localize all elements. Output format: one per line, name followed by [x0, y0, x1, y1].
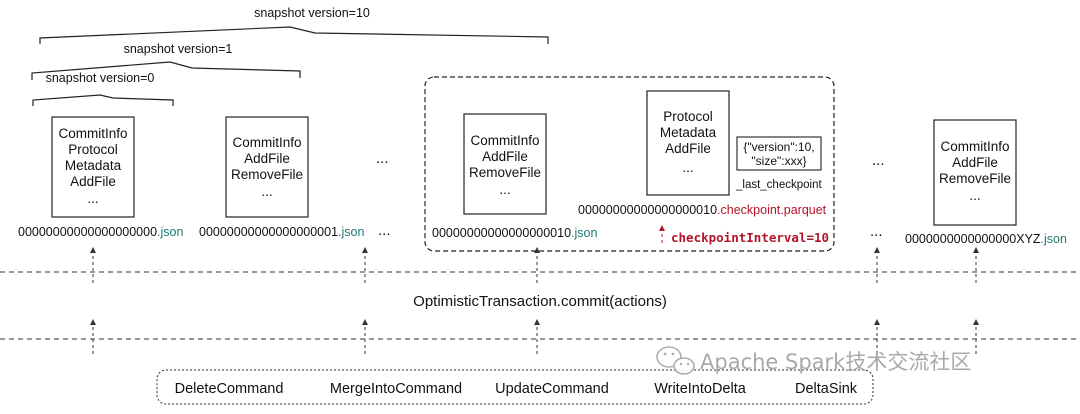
file-box-1: CommitInfo AddFile RemoveFile ... [225, 116, 309, 218]
ellipsis-1: ... [376, 150, 389, 167]
command-merge-into: MergeIntoCommand [330, 381, 462, 397]
svg-text:...: ... [87, 191, 98, 206]
svg-text:...: ... [969, 188, 980, 203]
checkpoint-group [424, 76, 835, 252]
command-delta-sink: DeltaSink [795, 381, 858, 397]
file-name-10: 00000000000000000010.json [432, 226, 597, 240]
snapshot-label-0: snapshot version=0 [46, 71, 155, 85]
lower-arrows [90, 319, 979, 354]
svg-text:AddFile: AddFile [952, 155, 998, 170]
ellipsis-4: ... [870, 223, 883, 240]
snapshot-label-10: snapshot version=10 [254, 6, 370, 20]
snapshot-brace-10: snapshot version=10 [39, 6, 549, 44]
svg-text:Metadata: Metadata [660, 125, 717, 140]
svg-text:CommitInfo: CommitInfo [470, 133, 539, 148]
svg-text:...: ... [499, 182, 510, 197]
checkpoint-interval-label: checkpointInterval=10 [671, 230, 829, 245]
watermark-text: Apache Spark技术交流社区 [700, 350, 971, 374]
file-box-xyz: CommitInfo AddFile RemoveFile ... [933, 119, 1017, 226]
file-box-checkpoint: Protocol Metadata AddFile ... [646, 90, 730, 196]
last-checkpoint-box: {"version":10, "size":xxx} [736, 136, 822, 171]
svg-text:Protocol: Protocol [663, 109, 713, 124]
svg-text:...: ... [261, 184, 272, 199]
svg-text:AddFile: AddFile [482, 149, 528, 164]
commands-group [156, 369, 874, 405]
file-name-1: 00000000000000000001.json [199, 225, 364, 239]
commit-label: OptimisticTransaction.commit(actions) [413, 293, 667, 310]
svg-text:RemoveFile: RemoveFile [231, 167, 303, 182]
svg-text:RemoveFile: RemoveFile [939, 171, 1011, 186]
snapshot-brace-1: snapshot version=1 [31, 42, 301, 80]
file-name-xyz: 0000000000000000XYZ.json [905, 232, 1067, 246]
watermark: Apache Spark技术交流社区 [656, 346, 971, 375]
svg-text:AddFile: AddFile [70, 174, 116, 189]
ellipsis-2: ... [378, 222, 391, 239]
command-write-into-delta: WriteIntoDelta [654, 381, 747, 397]
svg-text:Metadata: Metadata [65, 158, 122, 173]
last-checkpoint-label: _last_checkpoint [735, 179, 822, 191]
svg-text:"size":xxx}: "size":xxx} [751, 154, 806, 168]
wechat-icon [656, 346, 695, 375]
svg-text:CommitInfo: CommitInfo [232, 135, 301, 150]
command-delete: DeleteCommand [175, 381, 284, 397]
svg-text:CommitInfo: CommitInfo [940, 139, 1009, 154]
file-box-0: CommitInfo Protocol Metadata AddFile ... [51, 116, 135, 218]
svg-text:AddFile: AddFile [244, 151, 290, 166]
ellipsis-3: ... [872, 152, 885, 169]
svg-text:...: ... [682, 160, 693, 175]
svg-text:AddFile: AddFile [665, 141, 711, 156]
svg-text:CommitInfo: CommitInfo [58, 126, 127, 141]
command-update: UpdateCommand [495, 381, 609, 397]
upper-arrows [90, 247, 979, 283]
svg-text:Protocol: Protocol [68, 142, 118, 157]
file-name-checkpoint: 00000000000000000010.checkpoint.parquet [578, 203, 827, 217]
file-box-10: CommitInfo AddFile RemoveFile ... [463, 113, 547, 215]
svg-text:RemoveFile: RemoveFile [469, 165, 541, 180]
snapshot-brace-0: snapshot version=0 [32, 71, 174, 106]
file-name-0: 00000000000000000000.json [18, 225, 183, 239]
svg-text:{"version":10,: {"version":10, [743, 140, 814, 154]
snapshot-label-1: snapshot version=1 [124, 42, 233, 56]
